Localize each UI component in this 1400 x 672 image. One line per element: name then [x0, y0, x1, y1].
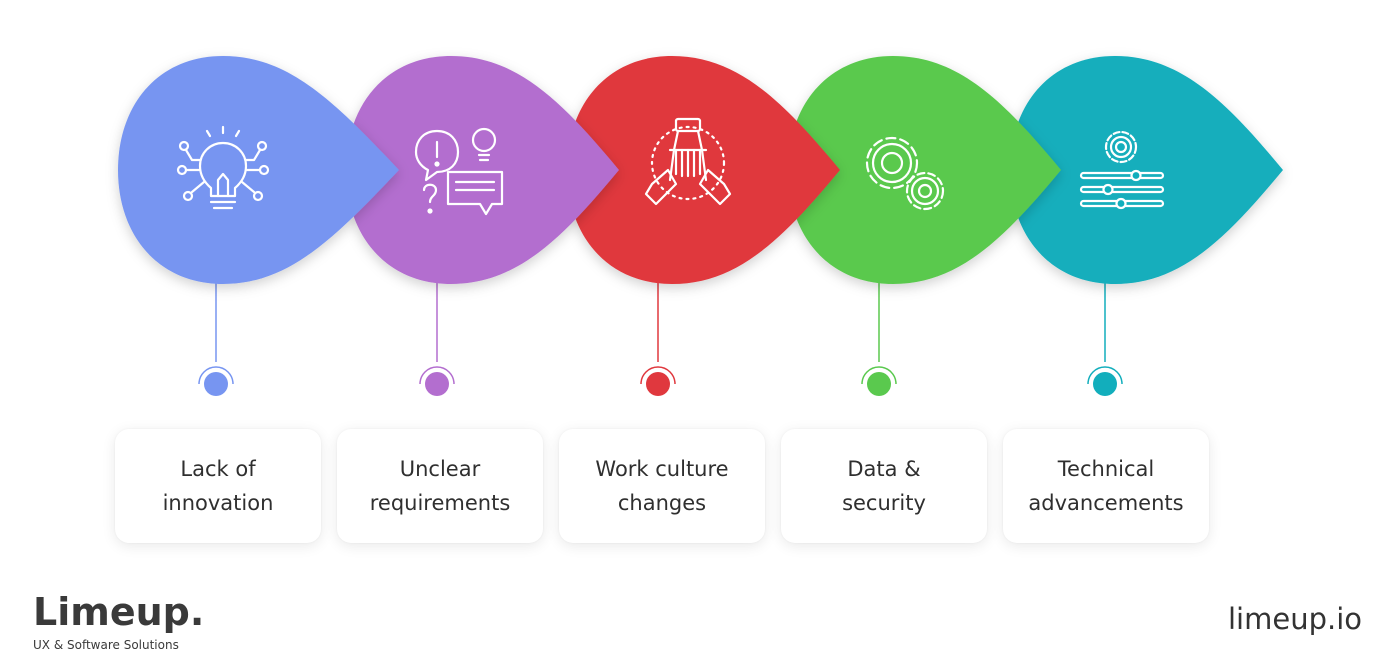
card-label-line-1: Data &	[847, 457, 921, 481]
card-label-line-1: Technical	[1057, 457, 1155, 481]
teardrop-4	[788, 56, 1061, 284]
card-label-line-1: Unclear	[399, 457, 481, 481]
connector-lines	[215, 283, 1106, 362]
card-label-line-2: innovation	[162, 491, 274, 515]
card-label-line-1: Work culture	[595, 457, 729, 481]
step-card-work-culture-changes: Work culture changes	[559, 429, 765, 543]
card-label-line-2: requirements	[369, 491, 511, 515]
connector-dots	[198, 366, 1123, 396]
step-card-lack-of-innovation: Lack of innovation	[115, 429, 321, 543]
step-card-technical-advancements: Technical advancements	[1003, 429, 1209, 543]
gears-icon	[865, 136, 945, 211]
card-label-line-2: advancements	[1028, 491, 1184, 515]
brand-website: limeup.io	[1227, 602, 1362, 636]
brand-tagline: UX & Software Solutions	[33, 638, 179, 652]
lightbulb-network-icon	[176, 125, 270, 210]
card-label-line-2: changes	[617, 491, 707, 515]
teamwork-hands-icon	[644, 117, 732, 206]
card-label-line-2: security	[842, 491, 926, 515]
step-card-data-security: Data & security	[781, 429, 987, 543]
teardrop-3	[567, 56, 840, 284]
teardrop-shapes	[118, 56, 1283, 284]
brand-name: Limeup.	[33, 590, 205, 634]
teardrop-2	[346, 56, 619, 284]
gear-sliders-icon	[1079, 130, 1165, 210]
question-idea-chat-icon	[414, 127, 504, 216]
brand-logo: Limeup. UX & Software Solutions	[33, 590, 204, 652]
teardrop-5	[1010, 56, 1283, 284]
step-card-unclear-requirements: Unclear requirements	[337, 429, 543, 543]
card-label-line-1: Lack of	[180, 457, 256, 481]
